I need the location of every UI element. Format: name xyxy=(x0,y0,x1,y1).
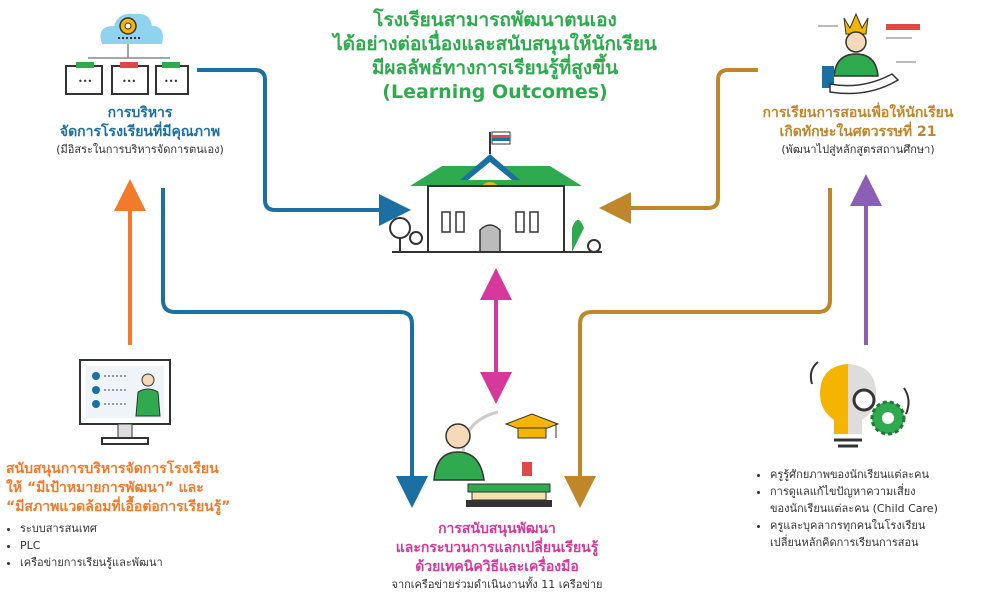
graduate-study-icon xyxy=(433,410,560,507)
support-admin-item: ระบบสารสนเทศ xyxy=(20,520,306,537)
support-admin-block: สนับสนุนการบริหารจัดการโรงเรียน ให้ “มีเ… xyxy=(6,460,306,571)
support-dev-line-2: และกระบวนการแลกเปลี่ยนเรียนรู้ xyxy=(395,540,599,556)
arrow-management-to-support-dev xyxy=(161,188,428,508)
support-admin-list: ระบบสารสนเทศ PLC เครือข่ายการเรียนรู้และ… xyxy=(6,520,306,571)
teacher-point-text: การดูแลแก้ไขปัญหาความเสี่ยง xyxy=(770,485,916,498)
support-dev-block: การสนับสนุนพัฒนา และกระบวนการแลกเปลี่ยนเ… xyxy=(332,520,662,593)
management-line-2: จัดการโรงเรียนที่มีคุณภาพ xyxy=(59,124,221,140)
main-title: โรงเรียนสามารถพัฒนาตนเอง ได้อย่างต่อเนื่… xyxy=(300,8,690,104)
school-building-icon xyxy=(389,131,602,253)
arrow-teaching-to-support-dev xyxy=(564,188,832,508)
svg-text:•••: ••• xyxy=(122,77,136,86)
support-admin-item: เครือข่ายการเรียนรู้และพัฒนา xyxy=(20,554,306,571)
title-line-3: มีผลลัพธ์ทางการเรียนรู้ที่สูงขึ้น xyxy=(371,57,619,79)
teaching-line-1: การเรียนการสอนเพื่อให้นักเรียน xyxy=(762,105,954,121)
computer-monitor-icon xyxy=(79,359,171,445)
teaching-line-2: เกิดทักษะในศตวรรษที่ 21 xyxy=(779,124,937,140)
teaching-block: การเรียนการสอนเพื่อให้นักเรียน เกิดทักษะ… xyxy=(738,104,978,158)
management-block: การบริหาร จัดการโรงเรียนที่มีคุณภาพ (มีอ… xyxy=(20,104,260,158)
support-dev-line-1: การสนับสนุนพัฒนา xyxy=(438,521,556,537)
teacher-point-item: ครูรู้ศักยภาพของนักเรียนแต่ละคน xyxy=(770,466,978,483)
teacher-hand-icon xyxy=(818,12,920,95)
management-line-1: การบริหาร xyxy=(107,105,173,121)
support-admin-line-3: “มีสภาพแวดล้อมที่เอื้อต่อการเรียนรู้” xyxy=(6,499,231,515)
lightbulb-gears-icon xyxy=(809,361,910,448)
teacher-point-text: ครูและบุคลากรทุกคนในโรงเรียน xyxy=(770,519,926,532)
arrow-management-to-school xyxy=(197,68,411,226)
teaching-sub: (พัฒนาไปสู่หลักสูตรสถานศึกษา) xyxy=(781,143,935,156)
title-line-1: โรงเรียนสามารถพัฒนาตนเอง xyxy=(373,9,617,31)
title-line-2: ได้อย่างต่อเนื่องและสนับสนุนให้นักเรียน xyxy=(333,33,657,55)
title-line-4: (Learning Outcomes) xyxy=(382,81,608,103)
support-admin-item: PLC xyxy=(20,537,306,554)
teacher-point-text: ของนักเรียนแต่ละคน (Child Care) xyxy=(770,502,938,515)
svg-text:•••: ••• xyxy=(164,77,178,86)
teacher-point-text: เปลี่ยนหลักคิดการเรียนการสอน xyxy=(770,536,919,549)
svg-text:•••: ••• xyxy=(78,77,92,86)
teacher-point-item: การดูแลแก้ไขปัญหาความเสี่ยงของนักเรียนแต… xyxy=(770,483,978,517)
support-dev-line-3: ด้วยเทคนิควิธีและเครื่องมือ xyxy=(415,559,579,575)
support-admin-line-1: สนับสนุนการบริหารจัดการโรงเรียน xyxy=(6,461,219,477)
teacher-points-list: ครูรู้ศักยภาพของนักเรียนแต่ละคน การดูแลแ… xyxy=(756,466,978,551)
support-admin-line-2: ให้ “มีเป้าหมายการพัฒนา” และ xyxy=(6,480,204,496)
management-sub: (มีอิสระในการบริหารจัดการตนเอง) xyxy=(56,143,224,156)
teacher-points-block: ครูรู้ศักยภาพของนักเรียนแต่ละคน การดูแลแ… xyxy=(756,466,978,551)
org-chart-cloud-icon: ••• ••• ••• xyxy=(65,13,189,95)
arrow-teaching-to-school xyxy=(599,68,758,224)
support-dev-sub: จากเครือข่ายร่วมดำเนินงานทั้ง 11 เครือข่… xyxy=(391,578,603,591)
teacher-point-item: ครูและบุคลากรทุกคนในโรงเรียนเปลี่ยนหลักค… xyxy=(770,517,978,551)
